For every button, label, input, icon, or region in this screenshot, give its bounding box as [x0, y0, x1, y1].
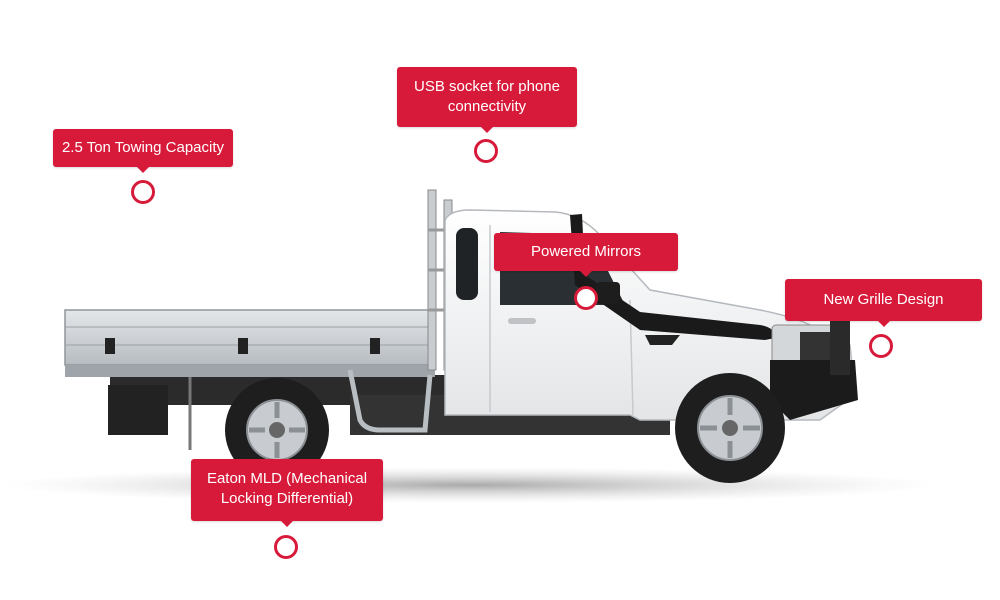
towing-capacity-label: 2.5 Ton Towing Capacity: [61, 139, 225, 156]
grille-design-hotspot-icon[interactable]: [869, 334, 893, 358]
usb-socket-hotspot-icon[interactable]: [474, 139, 498, 163]
eaton-mld-callout[interactable]: Eaton MLD (Mechanical Locking Differenti…: [191, 459, 383, 527]
grille-design-label: New Grille Design: [823, 291, 944, 308]
powered-mirrors-label: Powered Mirrors: [530, 243, 642, 260]
towing-capacity-callout[interactable]: 2.5 Ton Towing Capacity: [53, 129, 233, 173]
eaton-mld-label-line2: Locking Differential): [220, 490, 354, 507]
towing-capacity-hotspot-icon[interactable]: [131, 180, 155, 204]
grille-design-callout[interactable]: New Grille Design: [785, 279, 982, 327]
powered-mirrors-hotspot-icon[interactable]: [574, 286, 598, 310]
eaton-mld-hotspot-icon[interactable]: [274, 535, 298, 559]
usb-socket-label-line1: USB socket for phone: [414, 78, 560, 95]
eaton-mld-label-line1: Eaton MLD (Mechanical: [206, 470, 368, 487]
usb-socket-label-line2: connectivity: [447, 98, 527, 115]
powered-mirrors-callout[interactable]: Powered Mirrors: [494, 233, 678, 277]
usb-socket-callout[interactable]: USB socket for phone connectivity: [397, 67, 577, 133]
